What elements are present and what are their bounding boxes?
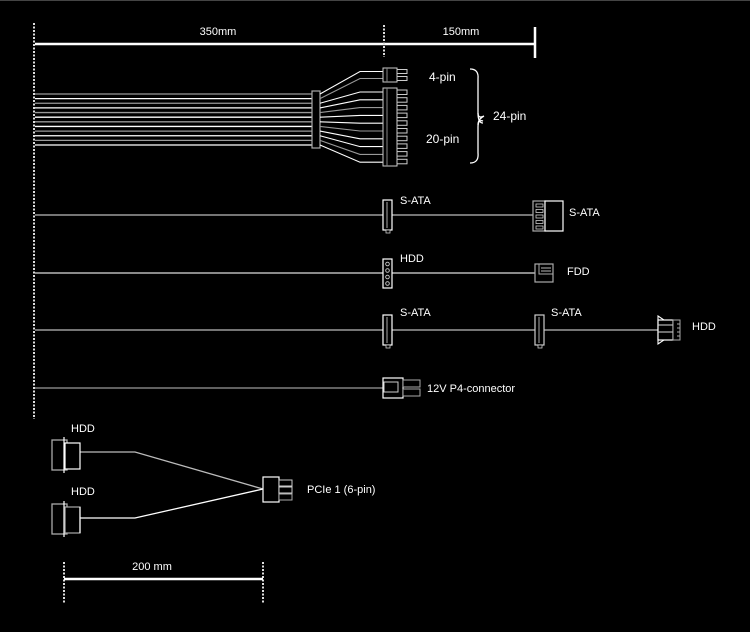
cable-4-label: 12V P4-connector <box>427 383 515 395</box>
cable-2-second-label: FDD <box>567 266 590 278</box>
adapter-wire-top <box>80 451 264 490</box>
brace-tip <box>477 112 485 126</box>
connector-pin <box>396 135 408 142</box>
atx-4pin-connector-icon <box>382 67 408 83</box>
fanout-wire <box>319 114 384 118</box>
pcie-6pin-connector-icon <box>262 476 293 503</box>
main-length-label: 350mm <box>200 26 237 38</box>
atx-20pin-label: 20-pin <box>426 132 459 146</box>
brace-24pin-icon <box>469 68 484 124</box>
molex-hdd-input-top-icon <box>51 437 81 473</box>
scale-bar-label: 200 mm <box>132 561 172 573</box>
atx-24pin-label: 24-pin <box>493 109 526 123</box>
atx-fanout-wires <box>319 70 384 163</box>
connector-pin <box>396 104 408 111</box>
pcie-input-bottom-label: HDD <box>71 486 95 498</box>
cable-2-first-label: HDD <box>400 253 424 265</box>
fanout-wire <box>319 77 384 100</box>
sata-connector-icon <box>382 314 393 349</box>
fanout-wire <box>319 135 384 148</box>
connector-pin <box>396 128 408 134</box>
connector-pin <box>396 151 408 157</box>
cable-1-first-label: S-ATA <box>400 195 431 207</box>
pcie-input-top-label: HDD <box>71 423 95 435</box>
fanout-wire <box>319 130 384 140</box>
connector-pin <box>396 158 408 165</box>
p4-12v-connector-icon <box>382 377 421 399</box>
sata-power-connector-icon <box>532 200 564 232</box>
cable-1-second-label: S-ATA <box>569 207 600 219</box>
molex-hdd-input-bottom-icon <box>51 501 81 537</box>
sata-connector-icon <box>534 314 545 349</box>
fanout-wire <box>319 99 384 109</box>
sata-connector-icon <box>382 199 393 234</box>
cable-3-third-label: HDD <box>692 321 716 333</box>
connector-pin <box>396 112 408 119</box>
adapter-wire-bottom <box>80 488 264 519</box>
fanout-wire <box>319 107 384 114</box>
pcie-output-label: PCIe 1 (6-pin) <box>307 484 375 496</box>
molex-hdd-connector-icon <box>382 258 393 289</box>
extension-length-label: 150mm <box>443 26 480 38</box>
bundle-clamp <box>311 90 321 149</box>
pcie-adapter <box>51 437 293 537</box>
cable-3-first-label: S-ATA <box>400 307 431 319</box>
cable-3-second-label: S-ATA <box>551 307 582 319</box>
connector-pin <box>396 97 408 103</box>
fdd-connector-icon <box>534 263 554 283</box>
brace-24pin-lower <box>469 119 484 164</box>
fanout-wire <box>319 70 384 95</box>
connector-pin <box>396 143 408 149</box>
fanout-wire <box>319 121 384 124</box>
atx-wire-bundle <box>35 93 312 146</box>
fanout-wire <box>319 91 384 104</box>
atx-20pin-connector-icon <box>382 87 408 167</box>
connector-pin <box>396 120 408 126</box>
connector-pin <box>396 89 408 95</box>
atx-4pin-label: 4-pin <box>429 70 456 84</box>
fanout-wire <box>319 139 384 155</box>
molex-hdd-plug-icon <box>657 314 681 346</box>
fanout-wire <box>319 125 384 132</box>
fanout-wire <box>319 144 384 163</box>
